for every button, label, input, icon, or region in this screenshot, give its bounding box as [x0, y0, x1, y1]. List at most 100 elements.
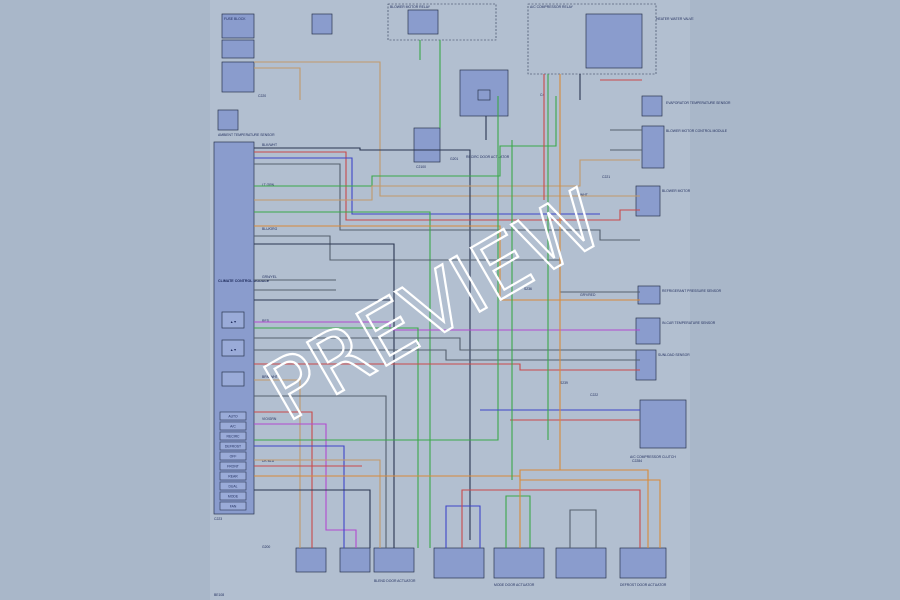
blend-door-label: BLEND DOOR ACTUATOR	[374, 579, 416, 583]
wire-label: GRY/RED	[580, 293, 596, 297]
bottom-components: BLEND DOOR ACTUATOR MODE DOOR ACTUATOR D…	[214, 93, 667, 597]
module-label: CLIMATE CONTROL MODULE	[218, 279, 270, 283]
bottom-sensor-2	[339, 547, 371, 573]
wire	[254, 363, 640, 371]
refrigerant-sensor-box	[637, 285, 661, 305]
svg-text:▲▼: ▲▼	[230, 348, 237, 352]
splice-s236: S236	[524, 287, 532, 291]
blower-relay-label: BLOWER MOTOR RELAY	[390, 5, 431, 9]
bottom-actuator-5	[619, 547, 667, 579]
module-button	[219, 461, 247, 471]
climate-control-module: CLIMATE CONTROL MODULE ▲▼ ▲▼ AUTOA/CRECI…	[213, 141, 270, 521]
module-button-label: REAR	[228, 475, 238, 479]
svg-text:▲▼: ▲▼	[230, 320, 237, 324]
wire-label: BLU/ORG	[262, 227, 278, 231]
module-display	[221, 371, 245, 387]
connector-c222: C222	[590, 393, 598, 397]
wire	[569, 509, 597, 548]
wire	[254, 243, 395, 548]
connector-c221: C221	[602, 175, 610, 179]
footer-id: BE108	[214, 593, 224, 597]
ac-relay-label: A/C COMPRESSOR RELAY	[530, 5, 574, 9]
module-button-label: RECIRC	[227, 435, 241, 439]
wire	[254, 379, 301, 548]
sunload-sensor-label: SUNLOAD SENSOR	[658, 353, 690, 357]
ac-clutch-label: A/C COMPRESSOR CLUTCH	[630, 455, 676, 459]
wire	[254, 151, 640, 221]
wire-labels: BLK/WHT LT GRN BLU/ORG GRN/YEL RED BRN/W…	[262, 143, 596, 463]
ambient-sensor-label: AMBIENT TEMPERATURE SENSOR	[218, 133, 275, 137]
wire-label: WHT	[580, 193, 588, 197]
refrigerant-sensor-label: REFRIGERANT PRESSURE SENSOR	[662, 289, 722, 293]
wire	[445, 505, 481, 548]
module-buttons: AUTOA/CRECIRCDEFROSTOFFFRONTREARDUALMODE…	[219, 411, 247, 511]
connector-c2284: C2284	[632, 459, 642, 463]
wire-label: DK BLU	[262, 459, 275, 463]
module-button	[219, 411, 247, 421]
wire	[254, 211, 431, 548]
in-car-sensor-label: IN-CAR TEMPERATURE SENSOR	[662, 321, 716, 325]
blower-relay-block: BLOWER MOTOR RELAY C2100	[387, 3, 497, 169]
right-components: EVAPORATOR TEMPERATURE SENSOR BLOWER MOT…	[630, 95, 731, 459]
ac-clutch-box	[639, 399, 687, 449]
wire-label: RED	[262, 319, 270, 323]
module-button	[219, 501, 247, 511]
module-button	[219, 471, 247, 481]
ac-relay-block: A/C COMPRESSOR RELAY HEATER WATER VALVE	[527, 3, 694, 75]
connector-c2100: C2100	[416, 165, 426, 169]
wire	[254, 395, 387, 548]
recirc-actuator-label: RECIRC DOOR ACTUATOR	[466, 155, 510, 159]
defrost-door-label: DEFROST DOOR ACTUATOR	[620, 583, 667, 587]
module-button	[219, 451, 247, 461]
evap-sensor-label: EVAPORATOR TEMPERATURE SENSOR	[666, 101, 731, 105]
module-button-label: FRONT	[227, 465, 239, 469]
connector-c220: C220	[258, 94, 266, 98]
wire	[254, 67, 301, 100]
bottom-actuator-2	[433, 547, 485, 579]
module-button-label: OFF	[230, 455, 237, 459]
mode-door-label: MODE DOOR ACTUATOR	[494, 583, 535, 587]
evap-sensor-box	[641, 95, 663, 117]
wire	[254, 61, 640, 197]
wire-label: VIO/GRN	[262, 417, 277, 421]
module-button	[219, 481, 247, 491]
wire	[254, 235, 640, 293]
splice-s239: S239	[560, 381, 568, 385]
wire	[254, 489, 371, 548]
module-button	[219, 441, 247, 451]
blower-control-box	[641, 125, 665, 169]
bottom-actuator-3	[493, 547, 545, 579]
wire	[254, 445, 345, 548]
module-button-label: A/C	[230, 425, 236, 429]
wire	[254, 321, 640, 331]
sunload-sensor-box	[635, 349, 657, 381]
module-button-label: FAN	[230, 505, 237, 509]
fuse-block: FUSE BLOCK C220	[221, 13, 333, 98]
ground-g200: G200	[262, 545, 270, 549]
module-button-label: DUAL	[228, 485, 237, 489]
module-button	[219, 491, 247, 501]
wire	[254, 459, 381, 548]
connector-c4: C4	[540, 93, 544, 97]
blower-motor-box	[635, 185, 661, 217]
bottom-actuator-4	[555, 547, 607, 579]
recirc-actuator: RECIRC DOOR ACTUATOR	[459, 69, 510, 159]
ground-g201: G201	[450, 157, 458, 161]
wire	[519, 469, 649, 548]
wire	[254, 96, 557, 187]
module-button-label: MODE	[228, 495, 239, 499]
wire	[505, 495, 531, 548]
wire-label: BLK/WHT	[262, 143, 277, 147]
module-button	[219, 421, 247, 431]
module-button-label: DEFROST	[225, 445, 241, 449]
ambient-sensor-box	[217, 109, 239, 131]
wire	[254, 163, 640, 241]
wires	[254, 40, 661, 548]
wire	[254, 225, 640, 301]
bottom-actuator-1	[373, 547, 415, 573]
wire	[254, 159, 640, 201]
wire-label: GRN/YEL	[262, 275, 277, 279]
wire	[254, 423, 357, 548]
module-button	[219, 431, 247, 441]
